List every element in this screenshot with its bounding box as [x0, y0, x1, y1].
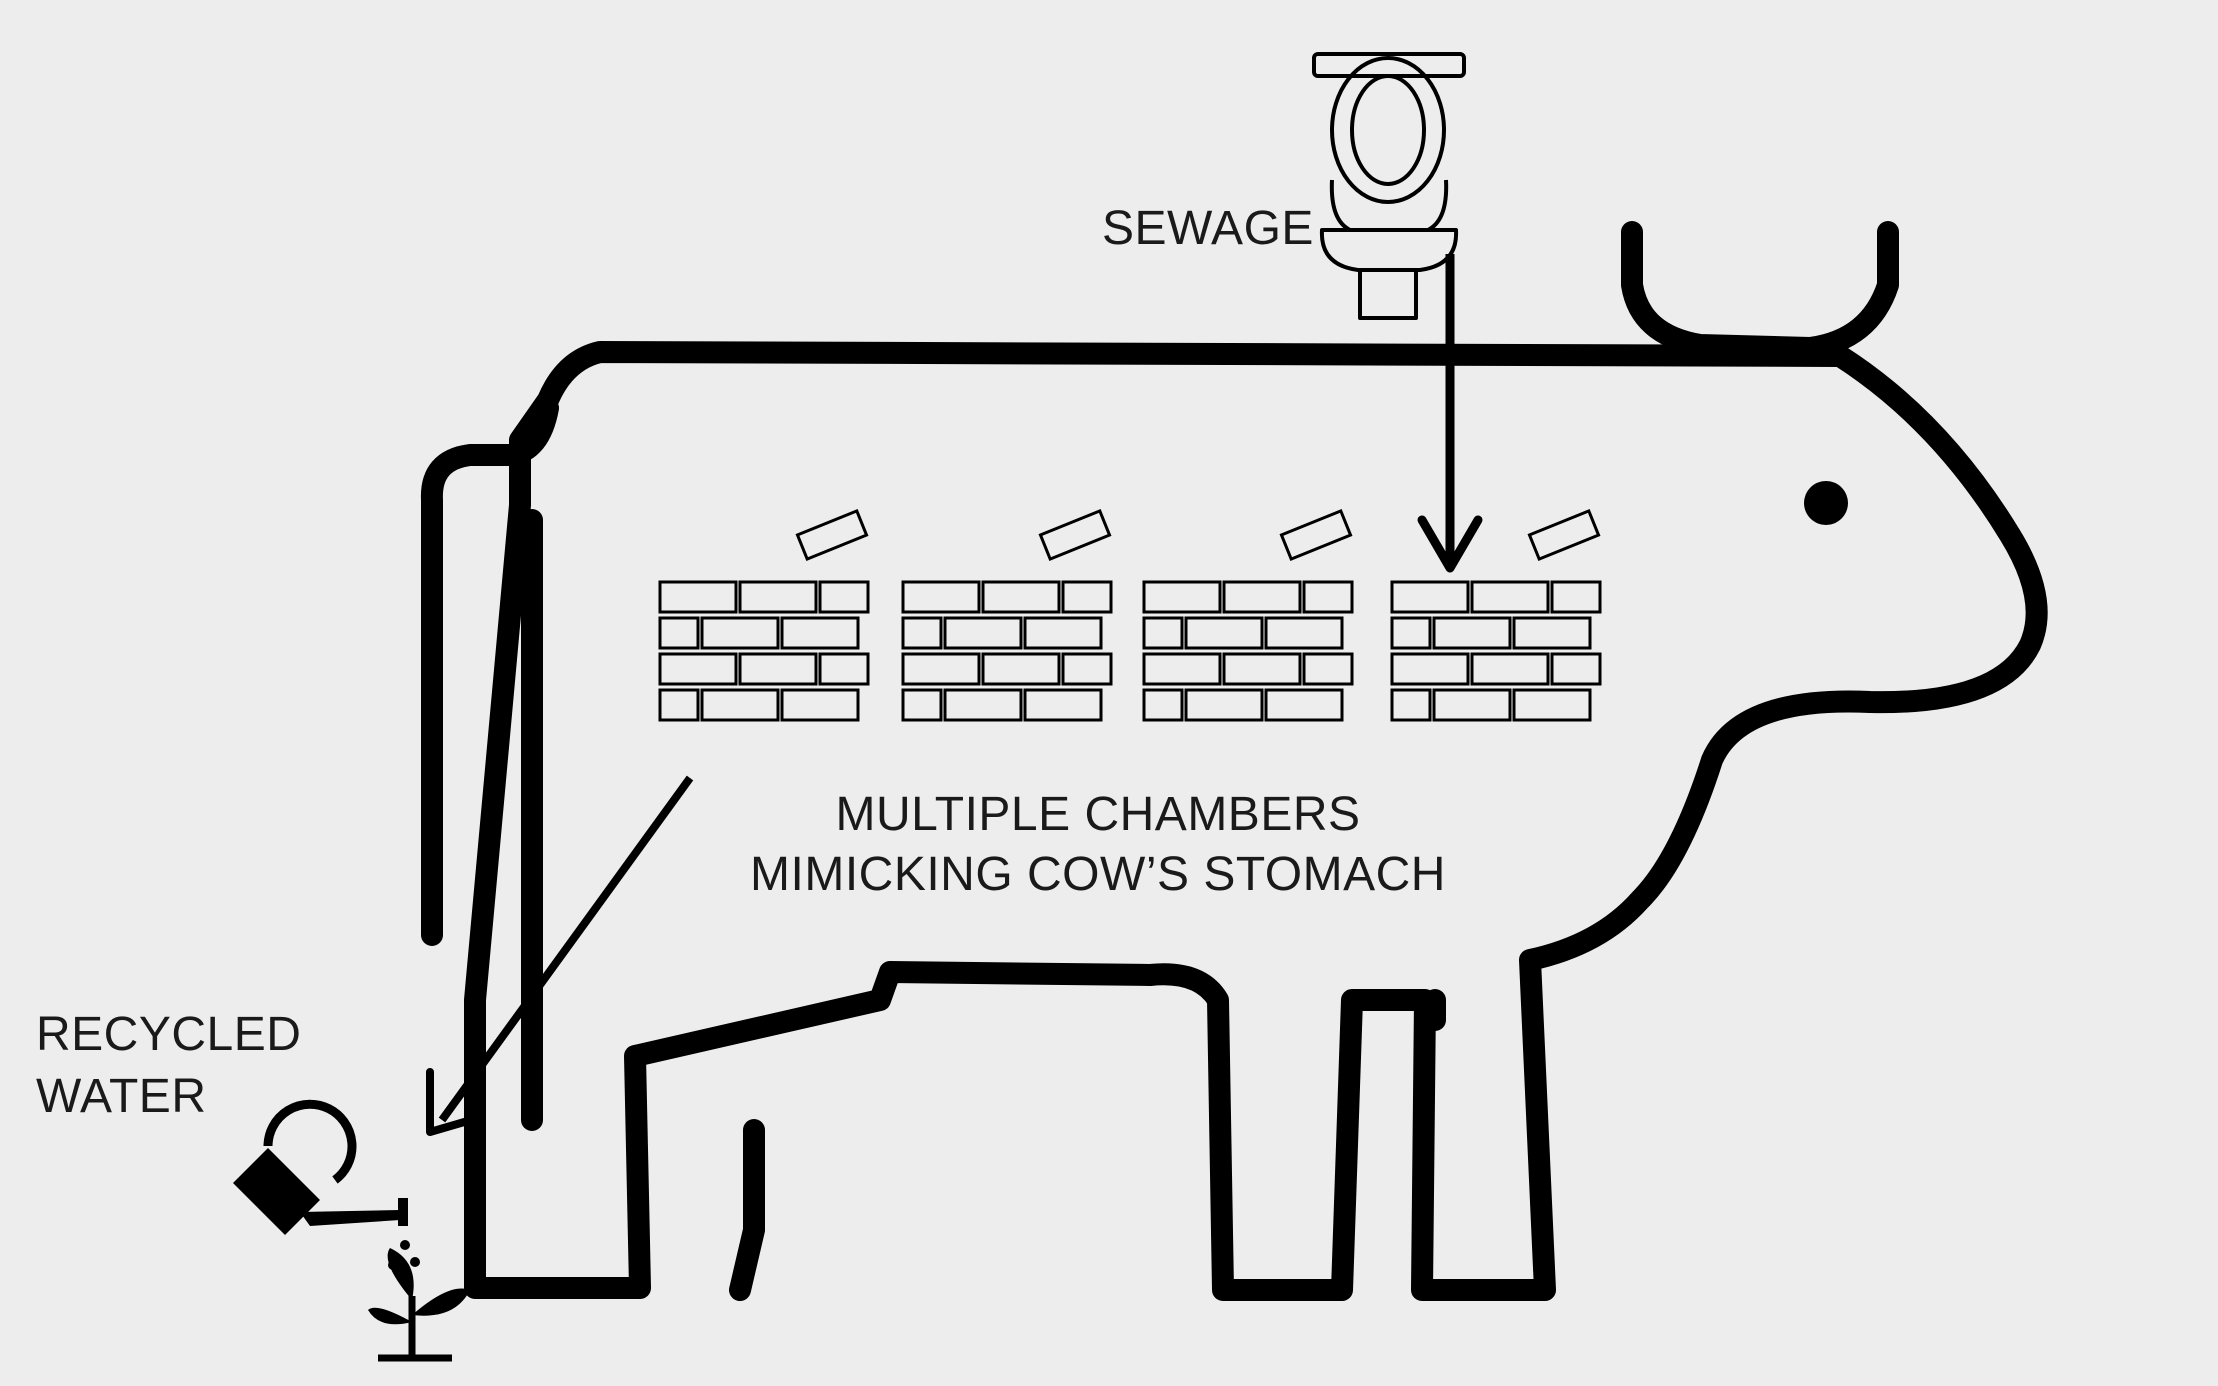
brick-wall-icon: [901, 509, 1113, 722]
recycled-label-line1: RECYCLED: [36, 1008, 301, 1061]
sewage-label: SEWAGE: [1102, 202, 1314, 255]
chambers-label-line1: MULTIPLE CHAMBERS: [835, 788, 1360, 841]
brick-wall-icon: [658, 509, 870, 722]
toilet-icon: [1312, 52, 1466, 320]
chambers-group: [658, 509, 1602, 722]
recycled-label-line2: WATER: [36, 1070, 206, 1123]
sewage-arrow: [1417, 254, 1483, 573]
cow-outline-icon: [420, 221, 2048, 1301]
chambers-label-line2: MIMICKING COW’S STOMACH: [750, 848, 1446, 901]
brick-wall-icon: [1142, 509, 1354, 722]
watering-can-icon: [233, 1099, 420, 1270]
sprout-icon: [368, 1248, 470, 1362]
brick-wall-icon: [1390, 509, 1602, 722]
cow-eye: [1804, 481, 1848, 525]
recycled-water-arrow: [426, 775, 694, 1136]
